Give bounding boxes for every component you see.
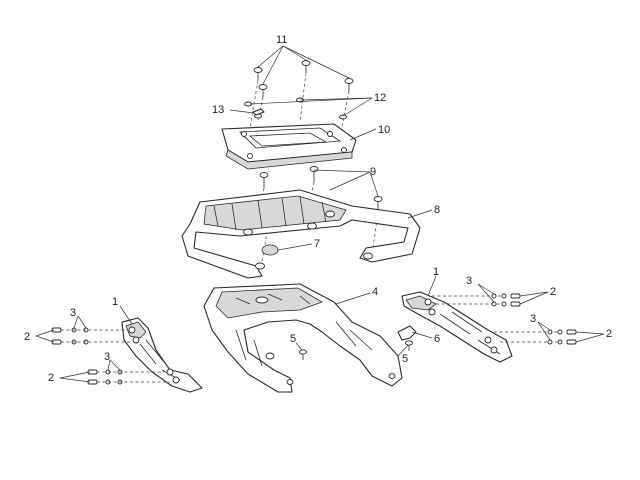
- callout-2-right-top: 2: [550, 286, 556, 298]
- callout-3-left-bottom: 3: [104, 351, 110, 363]
- left-side-bracket-1: [121, 317, 203, 393]
- leader-lines: [35, 45, 605, 383]
- washers-12: [244, 97, 347, 120]
- callout-1-left: 1: [112, 296, 118, 308]
- callout-2-left-top: 2: [24, 331, 30, 343]
- callout-2-right-bottom: 2: [606, 328, 612, 340]
- plug-7: [261, 244, 279, 256]
- bolt-11-a: [253, 67, 263, 80]
- callout-6: 6: [434, 333, 440, 345]
- luggage-rack-8: [181, 189, 421, 279]
- top-bolts-11: [253, 60, 354, 97]
- bolt-11-b: [301, 60, 311, 73]
- callout-10: 10: [378, 124, 390, 136]
- callout-7: 7: [314, 238, 320, 250]
- callout-9: 9: [370, 166, 376, 178]
- callout-3-right-top: 3: [466, 275, 472, 287]
- callout-3-left-top: 3: [70, 307, 76, 319]
- callout-11: 11: [276, 34, 287, 46]
- callout-8: 8: [434, 204, 440, 216]
- clip-13: [252, 108, 265, 116]
- callout-labels: 11 12 13 10 9 8 7 4 5 5 6 1 1 3 3 2 2 3 …: [24, 34, 612, 384]
- screws-5: [299, 340, 413, 360]
- callout-2-left-bottom: 2: [48, 372, 54, 384]
- bolt-11-d: [258, 84, 268, 97]
- callout-4: 4: [372, 286, 378, 298]
- clip-6: [397, 325, 417, 341]
- mounting-bracket-4: [203, 283, 403, 393]
- callout-5-left: 5: [290, 333, 296, 345]
- right-bolts-2-and-spacers-3: [432, 293, 577, 345]
- top-plate-10: [221, 123, 357, 170]
- callout-13: 13: [212, 104, 224, 116]
- left-bolts-2-and-spacers-3: [51, 327, 170, 385]
- callout-1-right: 1: [433, 266, 439, 278]
- callout-3-right-bottom: 3: [530, 313, 536, 325]
- callout-5-right: 5: [402, 353, 408, 365]
- bolt-11-c: [344, 78, 354, 91]
- right-side-bracket-1: [401, 291, 513, 363]
- callout-12: 12: [374, 92, 386, 104]
